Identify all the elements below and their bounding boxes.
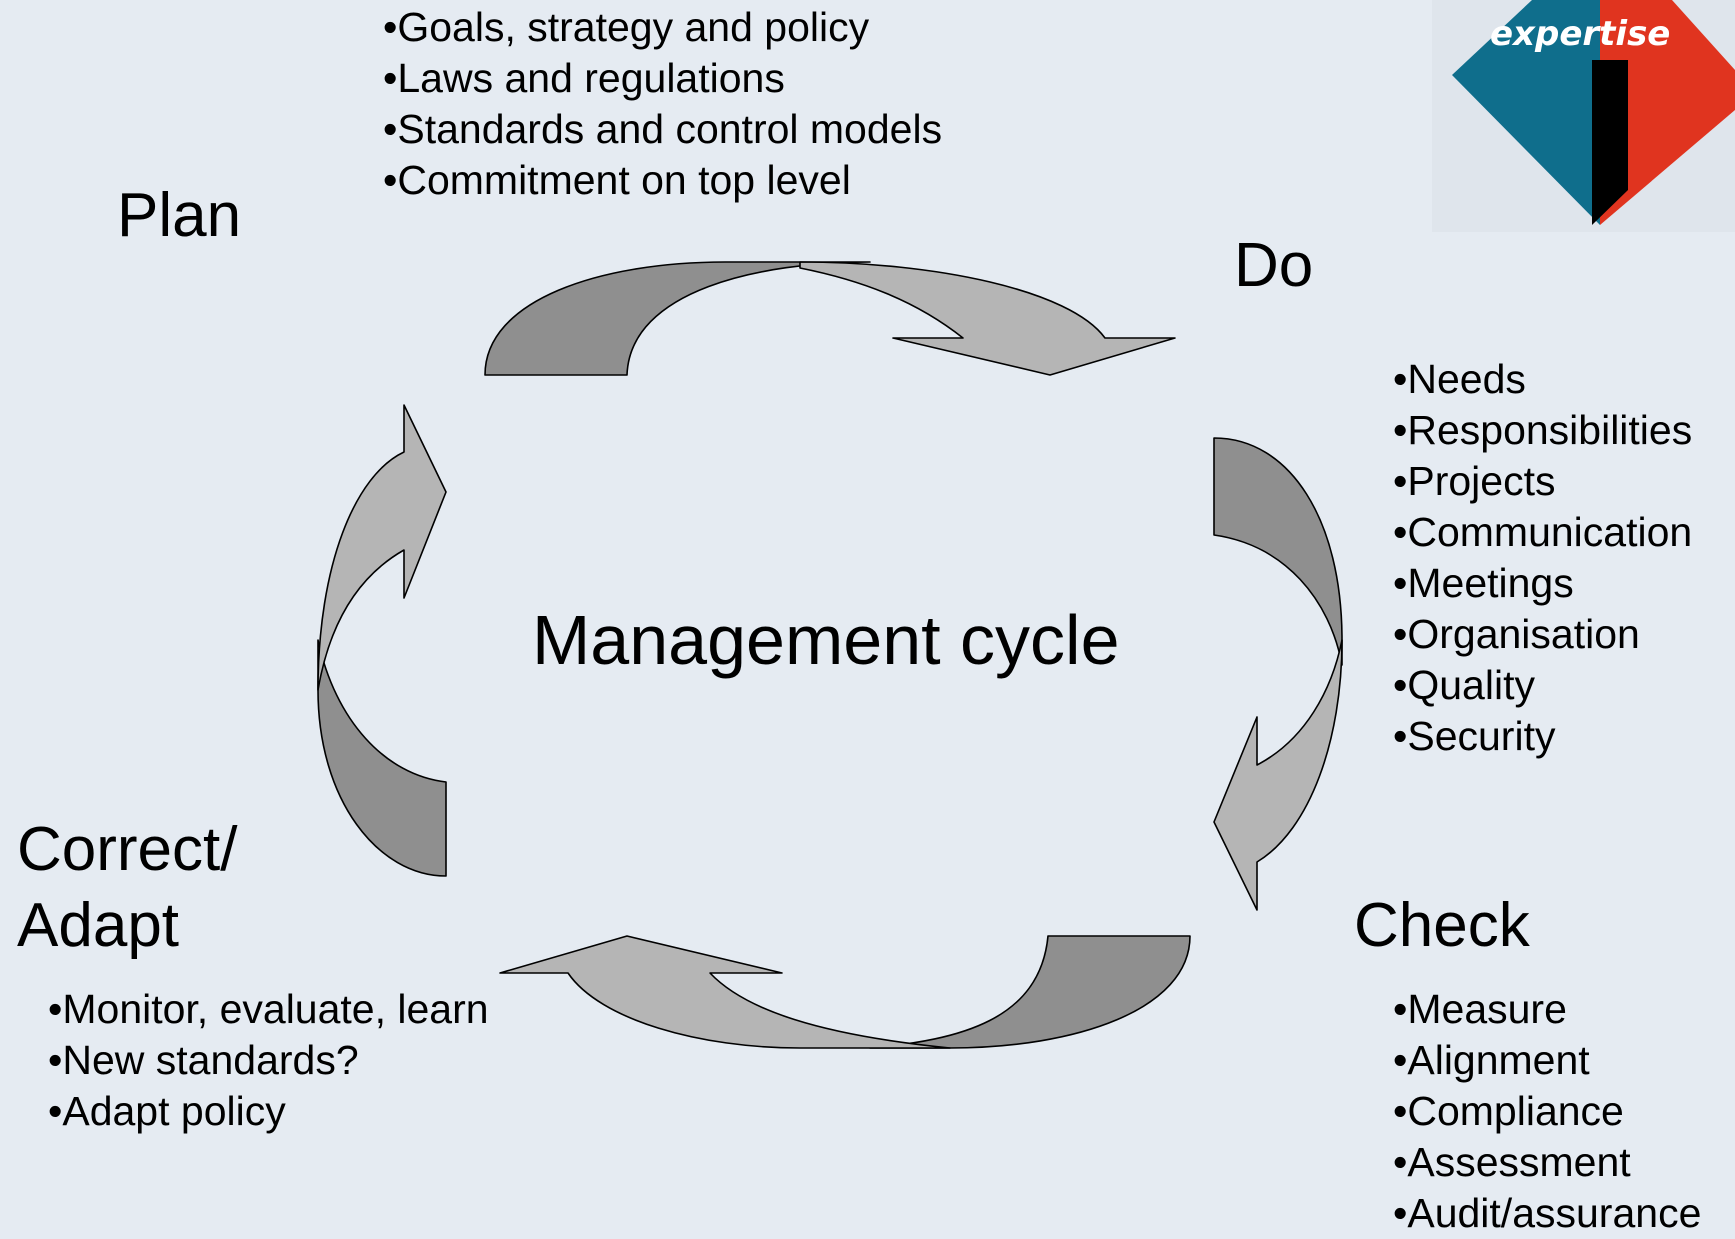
logo-teal-diamond	[1452, 0, 1600, 225]
list-item: New standards?	[48, 1035, 489, 1086]
logo-red-shape	[1600, 0, 1735, 225]
arrow-check-to-correct	[499, 935, 1191, 1049]
phase-title-correct-adapt: Correct/ Adapt	[17, 812, 237, 964]
logo-text-side: centrum	[1597, 74, 1630, 192]
list-item: Measure	[1393, 984, 1701, 1035]
list-item: Organisation	[1393, 609, 1692, 660]
plan-items: Goals, strategy and policy Laws and regu…	[383, 2, 942, 206]
list-item: Standards and control models	[383, 104, 942, 155]
arrow-check-to-correct-head	[499, 935, 951, 1049]
list-item: Responsibilities	[1393, 405, 1692, 456]
list-item: Monitor, evaluate, learn	[48, 984, 488, 1035]
list-item: Adapt policy	[48, 1086, 489, 1137]
arrow-plan-to-do-head	[799, 261, 1176, 376]
arrow-plan-to-do-tail	[484, 261, 871, 376]
list-item: Quality	[1393, 660, 1692, 711]
center-title: Management cycle	[532, 601, 1120, 679]
do-items: Needs Responsibilities Projects Communic…	[1393, 354, 1692, 762]
list-item: Needs	[1393, 354, 1692, 405]
arrow-check-to-correct-tail	[869, 935, 1191, 1049]
arrow-do-to-check	[1213, 437, 1343, 911]
list-item: Goals, strategy and policy	[383, 2, 942, 53]
arrow-do-to-check-tail	[1213, 437, 1343, 666]
phase-title-check: Check	[1354, 891, 1530, 960]
check-items: Measure Alignment Compliance Assessment …	[1393, 984, 1701, 1239]
phase-title-correct: Correct/	[17, 815, 238, 884]
list-item: Projects	[1393, 456, 1692, 507]
list-item: Communication	[1393, 507, 1692, 558]
list-item: Commitment on top level	[383, 155, 942, 206]
expertise-centrum-logo: expertise centrum	[1432, 0, 1735, 232]
list-item: Security	[1393, 711, 1692, 762]
arrow-correct-to-plan-tail	[317, 639, 447, 877]
list-item: Audit/assurance	[1393, 1188, 1701, 1239]
logo-text-top: expertise	[1490, 14, 1670, 54]
arrow-correct-to-plan-head	[317, 404, 447, 691]
list-item: Meetings	[1393, 558, 1692, 609]
list-item: Alignment	[1393, 1035, 1701, 1086]
phase-title-adapt: Adapt	[17, 891, 180, 960]
arrow-plan-to-do	[484, 261, 1176, 376]
list-item: Assessment	[1393, 1137, 1701, 1188]
arrow-do-to-check-head	[1213, 639, 1343, 911]
phase-title-plan: Plan	[117, 181, 242, 250]
phase-title-do: Do	[1234, 231, 1314, 300]
arrow-correct-to-plan	[317, 404, 447, 877]
correct-items: Monitor, evaluate, learn New standards? …	[48, 984, 489, 1137]
list-item: Compliance	[1393, 1086, 1701, 1137]
logo-black-bar	[1592, 60, 1628, 225]
list-item: Laws and regulations	[383, 53, 942, 104]
